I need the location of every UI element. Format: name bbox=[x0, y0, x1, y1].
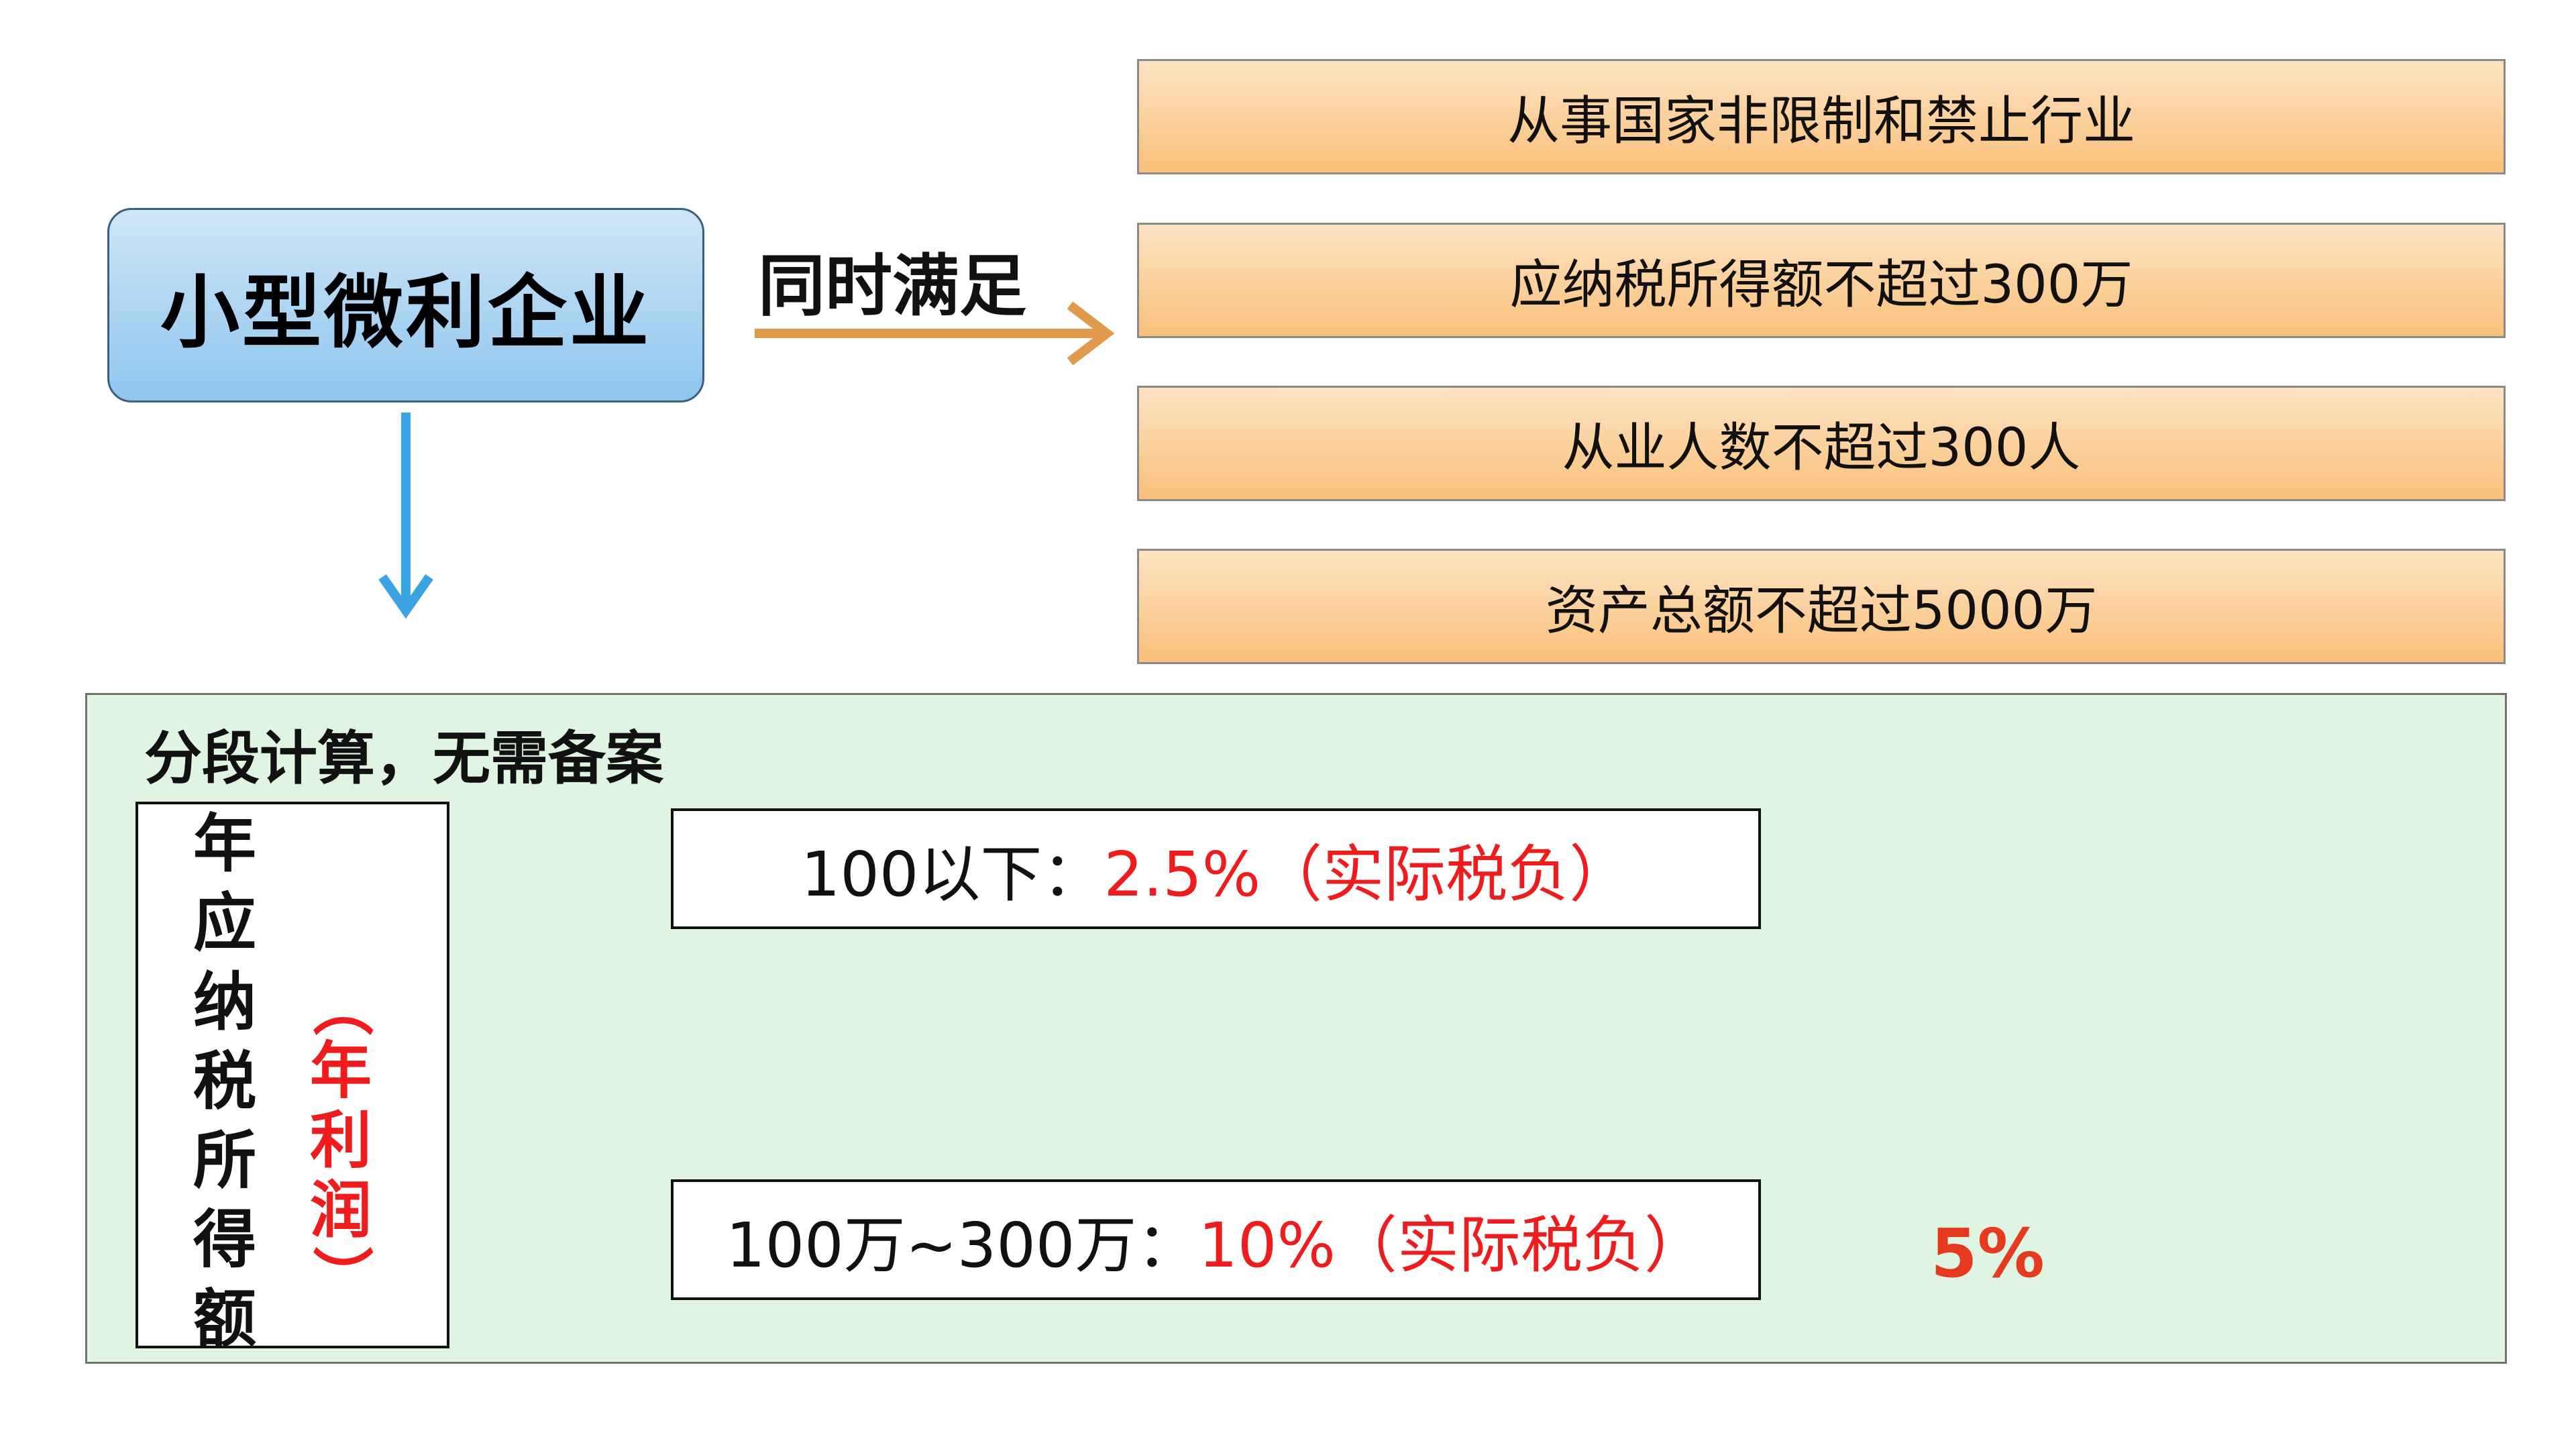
tier-rate: 2.5%（实际税负） bbox=[1104, 838, 1631, 910]
tier-rate: 10%（实际税负） bbox=[1198, 1209, 1706, 1281]
condition-taxable-income: 应纳税所得额不超过300万 bbox=[1137, 223, 2506, 338]
orange-right-arrow bbox=[755, 301, 1115, 366]
panel-title: 分段计算，无需备案 bbox=[144, 725, 663, 792]
condition-total-assets: 资产总额不超过5000万 bbox=[1137, 549, 2506, 664]
condition-employees: 从业人数不超过300人 bbox=[1137, 386, 2506, 501]
annual-profit-note: （ 年 利 润 ） bbox=[306, 976, 376, 1306]
tier-100-to-300: 100万~300万：10%（实际税负） bbox=[671, 1179, 1761, 1300]
tier-range: 100万~300万： bbox=[726, 1209, 1199, 1281]
tier-range: 100以下： bbox=[800, 838, 1104, 910]
simultaneously-meet-label: 同时满足 bbox=[758, 247, 1026, 325]
condition-industry: 从事国家非限制和禁止行业 bbox=[1137, 59, 2506, 174]
reduced-rate-label: 5% bbox=[1931, 1214, 2045, 1293]
tier-under-100: 100以下：2.5%（实际税负） bbox=[671, 808, 1761, 929]
annual-taxable-income-box bbox=[136, 802, 449, 1348]
annual-taxable-income-label: 年 应 纳 税 所 得 额 bbox=[193, 808, 256, 1356]
small-low-profit-enterprise-box: 小型微利企业 bbox=[107, 208, 704, 402]
blue-down-arrow bbox=[378, 413, 433, 619]
